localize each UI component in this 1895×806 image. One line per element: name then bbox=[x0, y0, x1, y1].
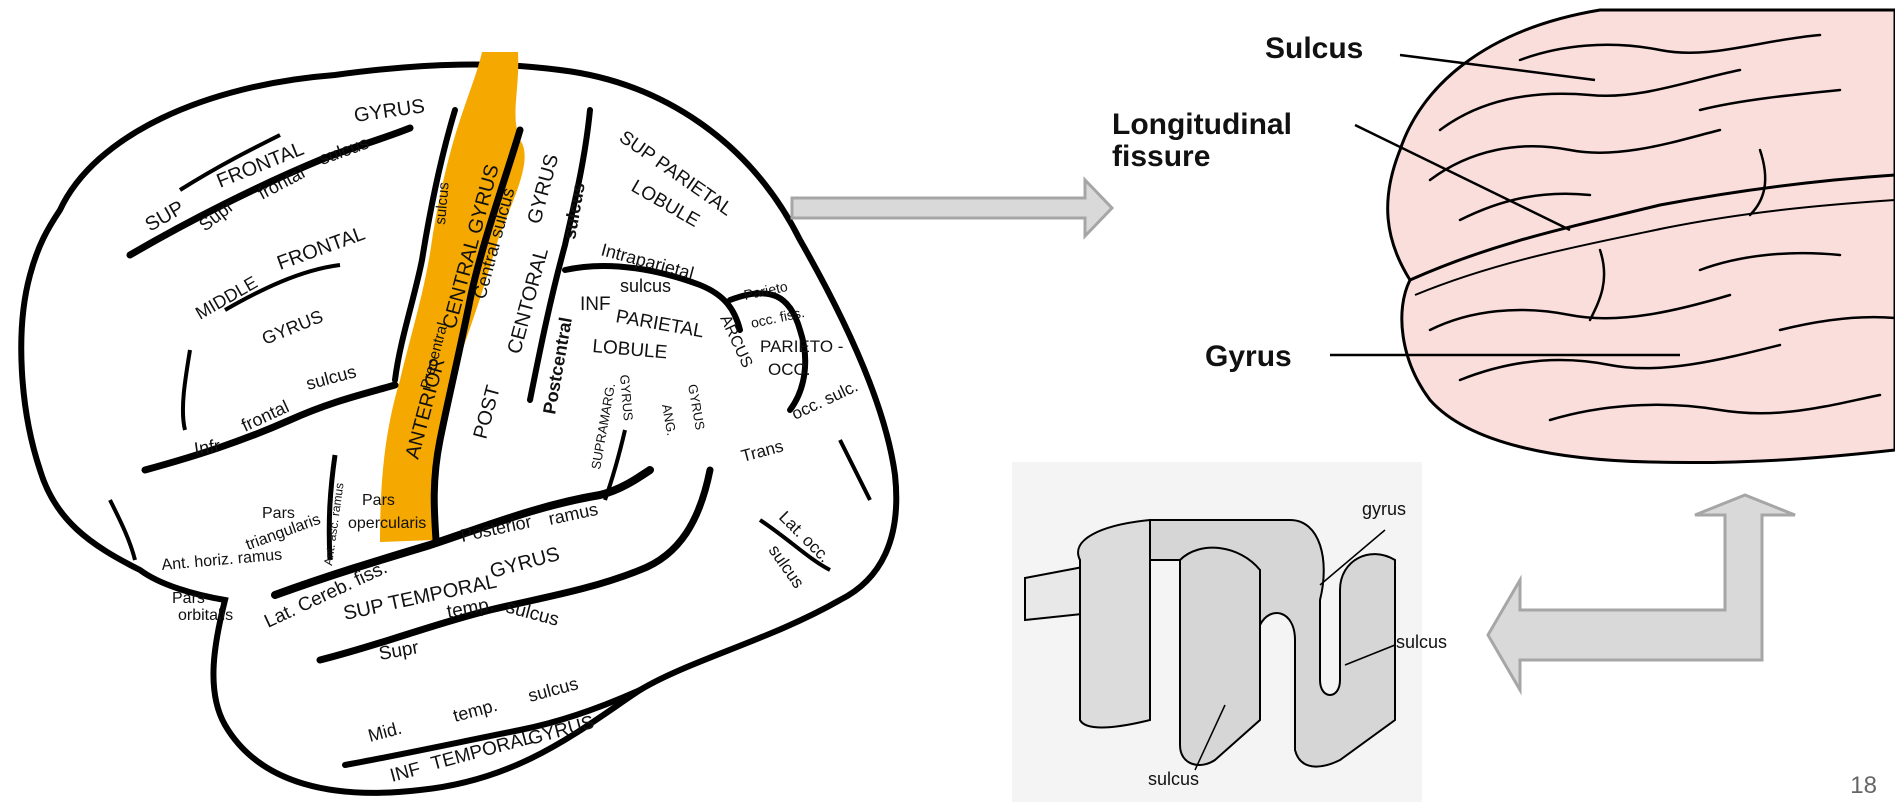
label-sulcus-ip: sulcus bbox=[620, 276, 671, 296]
sulcus-label: Sulcus bbox=[1265, 32, 1363, 65]
label-parieto-occ-2: OCC. bbox=[768, 360, 811, 379]
bent-arrow bbox=[1488, 495, 1795, 690]
fold-sulcus-right-label: sulcus bbox=[1396, 632, 1447, 652]
label-inf: INF bbox=[580, 294, 611, 315]
gyrus-label: Gyrus bbox=[1205, 340, 1292, 373]
fold-sulcus-bottom-label: sulcus bbox=[1148, 769, 1199, 789]
superior-brain-outline bbox=[1388, 10, 1895, 463]
right-arrow bbox=[792, 180, 1112, 236]
fold-diagram: gyrus sulcus sulcus bbox=[1012, 462, 1447, 802]
lateral-brain-diagram: SUP FRONTAL GYRUS Supr frontal sulcus MI… bbox=[21, 52, 896, 793]
label-pars-oper-1: Pars bbox=[362, 492, 395, 509]
page-number: 18 bbox=[1850, 772, 1877, 800]
superior-brain-diagram: Sulcus Longitudinal fissure Gyrus bbox=[1112, 10, 1895, 463]
fold-block bbox=[1078, 520, 1150, 728]
label-pars-orb-2: orbitalis bbox=[178, 607, 233, 624]
label-pars-oper-2: opercularis bbox=[348, 515, 426, 532]
label-pars-tri-1: Pars bbox=[262, 505, 295, 522]
fold-gyrus-label: gyrus bbox=[1362, 499, 1406, 519]
longitudinal-label-line2: fissure bbox=[1112, 140, 1210, 173]
longitudinal-label-line1: Longitudinal bbox=[1112, 108, 1292, 141]
label-pars-orb-1: Pars bbox=[172, 590, 205, 607]
label-parieto-occ-1: PARIETO - bbox=[760, 337, 843, 356]
label-infr: Infr bbox=[193, 436, 222, 459]
